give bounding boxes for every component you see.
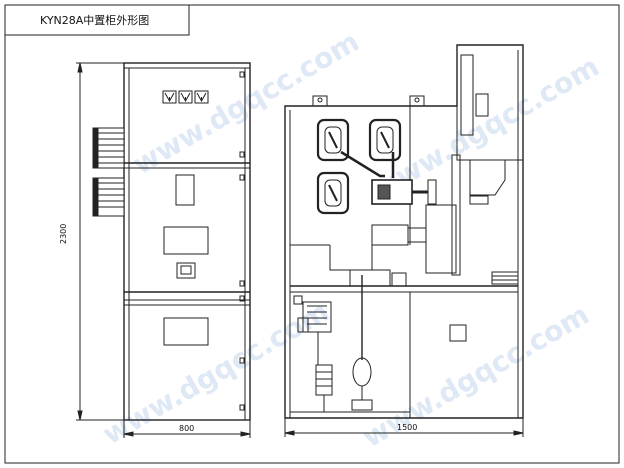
contact-box (377, 184, 391, 200)
watermark-group: www.dgqcc.com www.dgqcc.com www.dgqcc.co… (97, 25, 605, 454)
contact-tulip (427, 179, 437, 205)
busbar-bushing-3 (316, 171, 350, 215)
hinge-6 (239, 357, 245, 364)
lamp-symbol-1 (164, 92, 175, 103)
truck-chassis (349, 269, 391, 287)
depth-arrow-right (513, 430, 524, 436)
mechanism-block (469, 195, 489, 205)
breaker-pole (371, 224, 409, 246)
lamp-symbol-3 (196, 92, 207, 103)
lug-hole-right (414, 97, 420, 103)
busbar-bushing-2 (368, 118, 402, 162)
hinge-2 (239, 151, 245, 158)
current-transformer (302, 301, 332, 333)
mechanism-link (469, 160, 506, 196)
side-depth-dim-label: 1500 (397, 423, 417, 432)
meter-inner (180, 265, 192, 275)
width-arrow-right (240, 431, 251, 437)
height-dim-label: 2300 (59, 224, 68, 244)
breaker-body (425, 204, 457, 274)
busbar-bushing-1 (316, 118, 350, 162)
front-width-dim-label: 800 (179, 424, 194, 433)
truck-base (329, 245, 373, 271)
hinge-7 (239, 404, 245, 411)
hinge-1 (239, 71, 245, 78)
surge-arrester (315, 364, 333, 396)
side-view (284, 44, 524, 437)
ct-terminal (297, 317, 309, 333)
diagram-title: KYN28A中置柜外形图 (40, 14, 149, 27)
relay-door-profile (460, 54, 474, 136)
lifting-lug-left (312, 95, 328, 106)
depth-arrow-left (284, 430, 295, 436)
cable-run (317, 332, 330, 366)
earth-switch (491, 271, 519, 285)
height-arrow-bottom (77, 410, 83, 421)
observation-window (175, 174, 195, 206)
cable-window (449, 324, 467, 342)
hinge-4 (239, 280, 245, 287)
breaker-pole-tip (407, 227, 427, 243)
relay-device (475, 93, 489, 117)
meter-window (176, 262, 196, 279)
hinge-3 (239, 174, 245, 181)
lamp-symbol-2 (180, 92, 191, 103)
front-view (76, 62, 251, 438)
cabinet-wall (451, 154, 461, 276)
indicator-lamp-3 (194, 90, 209, 104)
watermark-4: www.dgqcc.com (357, 298, 595, 454)
ct-mount (293, 295, 303, 305)
title-box (4, 4, 190, 36)
lug-hole-left (317, 97, 323, 103)
indicator-lamp-2 (178, 90, 193, 104)
instrument-panel (163, 226, 209, 255)
busbar-link-1 (340, 150, 385, 178)
hinge-5 (239, 295, 245, 302)
left-bushing-upper (92, 127, 125, 169)
width-arrow-left (123, 431, 134, 437)
indicator-lamp-1 (162, 90, 177, 104)
height-arrow-top (77, 62, 83, 73)
front-cabinet (123, 62, 251, 421)
outer-frame (4, 4, 620, 464)
cable-terminal (352, 357, 372, 387)
cable-clamp (351, 399, 373, 411)
lifting-lug-right (409, 95, 425, 106)
cable-compartment-window (163, 317, 209, 346)
truck-wheel (391, 272, 407, 287)
left-bushing-lower (92, 177, 125, 217)
